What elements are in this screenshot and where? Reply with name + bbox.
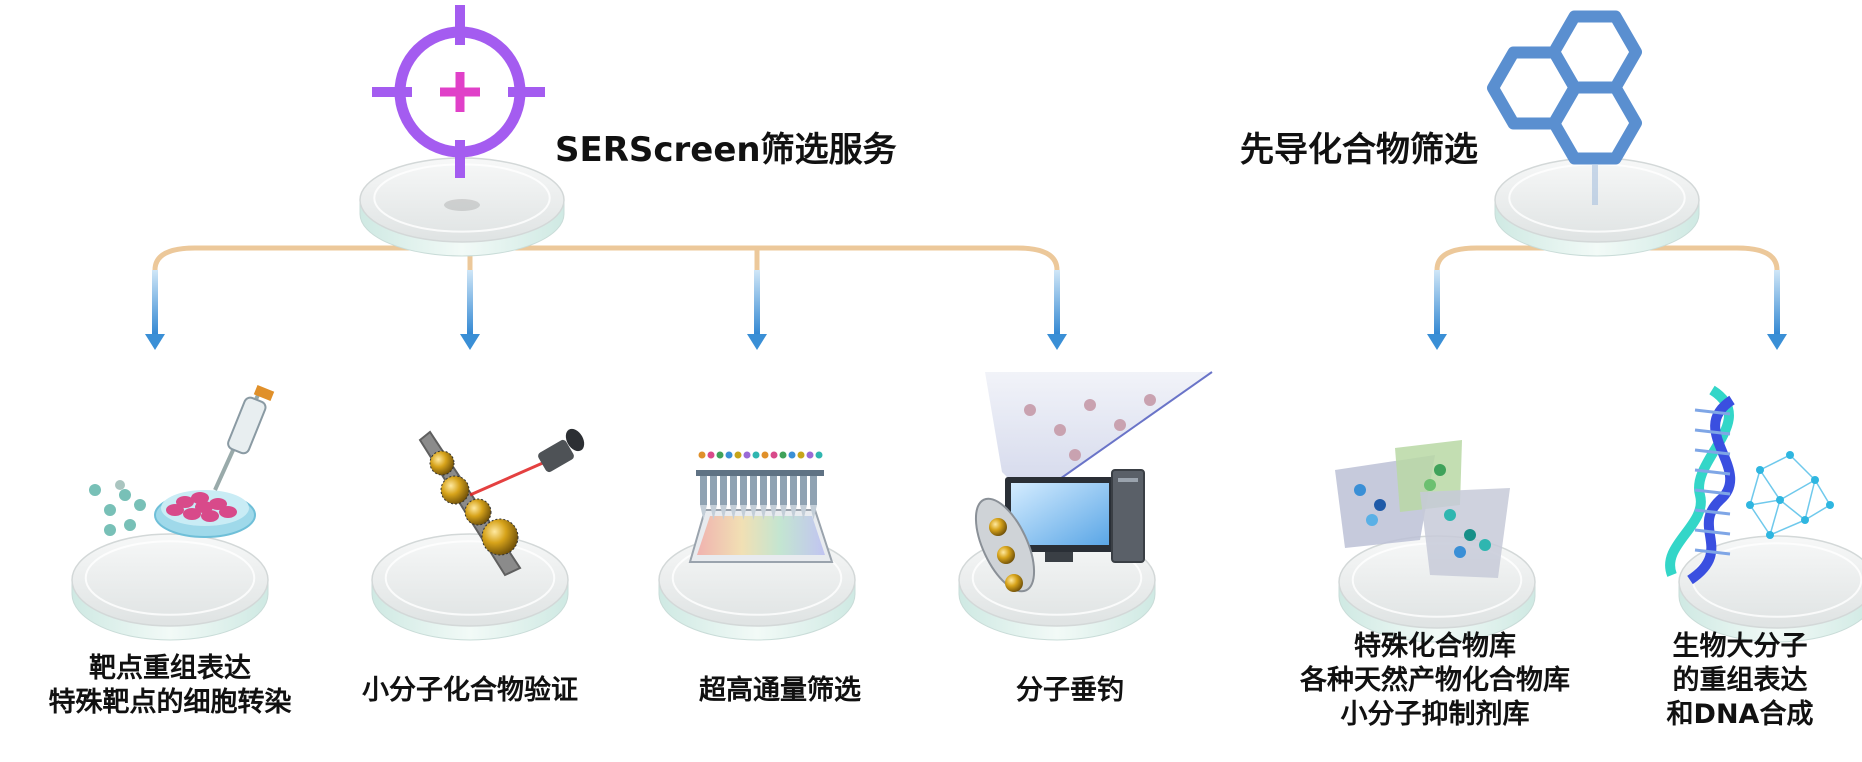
compound-library-icon <box>1335 440 1510 578</box>
branch-arrow <box>1047 270 1067 350</box>
item-label-line: 生物大分子 <box>1672 631 1808 662</box>
item-label-line: 特殊靶点的细胞转染 <box>48 687 292 718</box>
branch-arrow <box>460 270 480 350</box>
item-plate <box>1678 535 1862 643</box>
item-label-biomacromolecules: 生物大分子 的重组表达 和DNA合成 <box>1620 630 1860 732</box>
branch-arrow <box>1767 270 1787 350</box>
pipette-petri-dish-icon <box>89 384 275 538</box>
hexagon-molecule-icon <box>1487 10 1642 205</box>
branch-arrow <box>145 270 165 350</box>
branch-arrow <box>1427 270 1447 350</box>
item-label-line: 靶点重组表达 <box>89 653 251 684</box>
group-title-serscreen: SERScreen筛选服务 <box>555 130 897 170</box>
item-label-line: 各种天然产物化合物库 <box>1300 665 1570 696</box>
item-plate <box>371 533 569 641</box>
laser-nanoparticle-icon <box>418 428 585 577</box>
item-label-molecular-fishing: 分子垂钓 <box>920 674 1220 708</box>
item-label-line: 特殊化合物库 <box>1354 631 1516 662</box>
item-label-line: 超高通量筛选 <box>699 675 861 706</box>
item-label-line: 小分子化合物验证 <box>362 675 578 706</box>
item-label-line: 和DNA合成 <box>1666 699 1814 730</box>
branch-arrow <box>747 270 767 350</box>
item-label-high-throughput: 超高通量筛选 <box>630 674 930 708</box>
dna-helix-icon <box>1665 385 1834 585</box>
item-label-small-molecule-validation: 小分子化合物验证 <box>320 674 620 708</box>
group-title-lead-compound: 先导化合物筛选 <box>1240 130 1478 170</box>
header-plate-serscreen <box>359 157 565 257</box>
crosshair-target-icon <box>372 5 545 211</box>
microplate-icon <box>688 451 834 563</box>
item-plate <box>71 533 269 641</box>
item-label-compound-libraries: 特殊化合物库 各种天然产物化合物库 小分子抑制剂库 <box>1265 630 1605 732</box>
item-label-line: 小分子抑制剂库 <box>1340 699 1530 730</box>
item-label-target-expression: 靶点重组表达 特殊靶点的细胞转染 <box>20 652 320 720</box>
item-label-line: 分子垂钓 <box>1016 675 1124 706</box>
branch-connector-serscreen <box>152 245 1060 273</box>
item-label-line: 的重组表达 <box>1672 665 1808 696</box>
computer-molecule-icon <box>974 371 1213 593</box>
